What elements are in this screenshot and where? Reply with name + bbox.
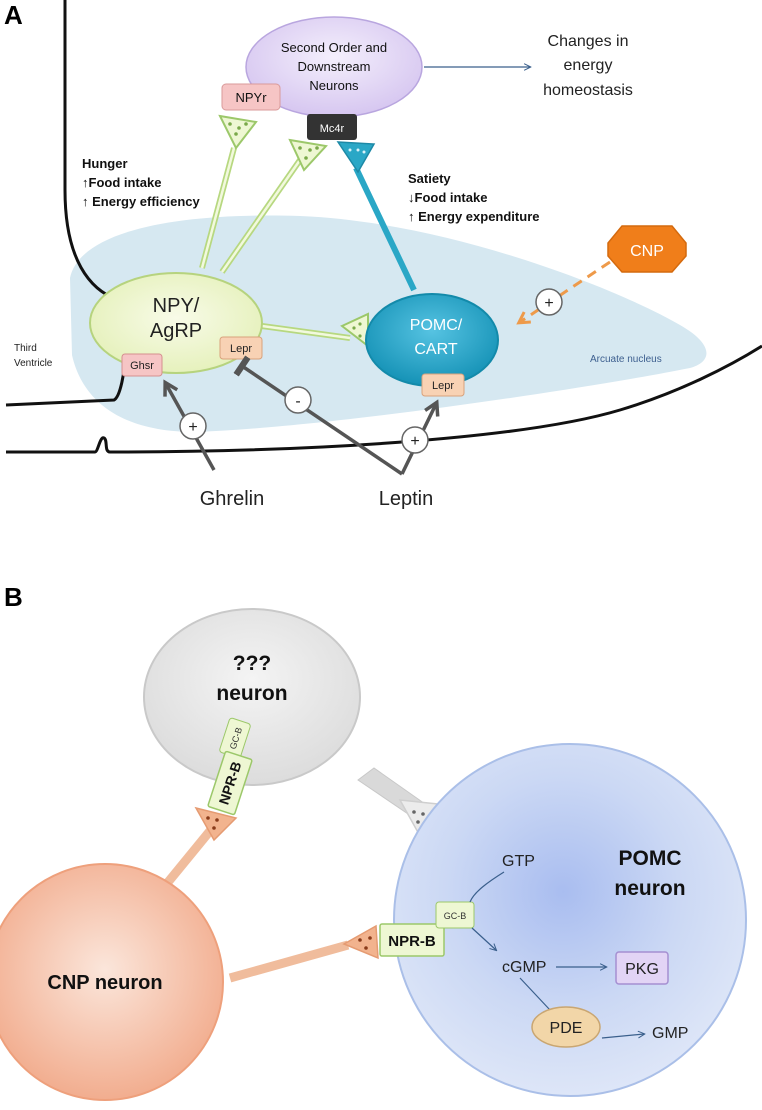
- changes-line1: Changes in: [548, 33, 629, 50]
- satiety-line1: ↓Food intake: [408, 190, 487, 205]
- pde-line: [519, 977, 551, 1011]
- cnp-dashed-arrow: [516, 260, 611, 325]
- pkg-box: [615, 951, 669, 985]
- nprb-pomc-label: NPR-B: [388, 933, 436, 950]
- leptin-minus-circle: [284, 386, 312, 414]
- hunger-line2: ↑ Energy efficiency: [82, 194, 201, 209]
- ghrelin-plus-circle: [179, 412, 207, 440]
- leptin-minus-sign: -: [295, 393, 300, 410]
- npyr-receptor: [221, 83, 281, 111]
- leptin-plus-circle: [401, 426, 429, 454]
- third-ventricle-line2: Ventricle: [14, 358, 53, 369]
- leptin-plus-sign: +: [410, 433, 419, 450]
- changes-line2: energy: [564, 57, 613, 74]
- cnp-neuron: [0, 863, 224, 1101]
- npy-projections: [199, 147, 351, 341]
- mc4r-receptor: [307, 114, 357, 140]
- leptin-label: Leptin: [379, 488, 434, 510]
- nprb-unknown: [207, 750, 253, 816]
- cnp-neuron-label: CNP neuron: [47, 972, 162, 994]
- hunger-line1: ↑Food intake: [82, 175, 161, 190]
- cnp-octagon: [607, 225, 687, 273]
- unknown-neuron-line2: neuron: [216, 682, 287, 705]
- pomc-cart-neuron: [365, 293, 499, 387]
- pomc-neuron: [393, 743, 747, 1097]
- ghrelin-label: Ghrelin: [200, 488, 264, 510]
- npyr-label: NPYr: [235, 90, 267, 105]
- ghsr-label: Ghsr: [130, 360, 154, 372]
- satiety-title: Satiety: [408, 171, 451, 186]
- npy-terminal-npyr: [218, 114, 258, 150]
- gtp-label: GTP: [502, 853, 535, 870]
- pkg-label: PKG: [625, 961, 659, 978]
- gcb-pomc: [435, 901, 475, 929]
- arcuate-label: Arcuate nucleus: [590, 354, 662, 365]
- cgmp-label: cGMP: [502, 959, 546, 976]
- cnp-plus-sign: +: [544, 295, 553, 312]
- pomc-neuron-line1: POMC: [619, 847, 682, 870]
- npy-terminal-mc4r: [288, 138, 328, 172]
- cnp-plus-circle: [535, 288, 563, 316]
- second-order-line1: Second Order and: [281, 40, 387, 55]
- cgmp-arrow: [471, 927, 496, 950]
- nprb-unknown-group: NPR-B: [207, 750, 253, 816]
- pomc-neuron-line2: neuron: [614, 877, 685, 900]
- gmp-arrow: [601, 1034, 644, 1039]
- nprb-pomc: [379, 923, 445, 957]
- panel-b-letter: B: [4, 582, 23, 612]
- npy-agrp-neuron: [89, 272, 263, 374]
- pomc-projection: [353, 166, 417, 292]
- satiety-line2: ↑ Energy expenditure: [408, 209, 539, 224]
- hunger-title: Hunger: [82, 156, 128, 171]
- pomc-terminal-mc4r: [336, 141, 376, 174]
- cnp-label: CNP: [630, 243, 664, 260]
- cnp-to-pomc-projection: [228, 940, 350, 983]
- npy-agrp-line1: NPY/: [153, 295, 200, 317]
- mc4r-label: Mc4r: [320, 123, 345, 135]
- third-ventricle-line1: Third: [14, 343, 37, 354]
- panel-a-letter: A: [4, 0, 23, 30]
- gmp-label: GMP: [652, 1025, 688, 1042]
- gcb-pomc-label: GC-B: [444, 911, 467, 921]
- brain-floor-outline: [6, 344, 762, 454]
- leptin-inhibit-line: [233, 355, 403, 476]
- cnp-to-unknown-projection: [156, 823, 218, 895]
- pomc-cart-line1: POMC/: [410, 317, 463, 334]
- ghrelin-plus-sign: +: [188, 419, 197, 436]
- second-order-line2: Downstream: [298, 59, 371, 74]
- ghsr-receptor: [121, 353, 163, 377]
- pde-enzyme: [531, 1006, 601, 1048]
- lepr-label-pomc: Lepr: [432, 380, 454, 392]
- lepr-receptor-pomc: [421, 373, 465, 397]
- second-order-line3: Neurons: [309, 78, 359, 93]
- pde-label: PDE: [550, 1020, 583, 1037]
- lepr-label-npy: Lepr: [230, 343, 252, 355]
- unknown-neuron: [143, 608, 361, 786]
- cnp-terminal-unknown: [194, 806, 238, 842]
- changes-line3: homeostasis: [543, 82, 633, 99]
- cnp-terminal-pomc: [342, 924, 379, 960]
- pomc-cart-line2: CART: [414, 341, 457, 358]
- npy-agrp-line2: AgRP: [150, 320, 202, 342]
- unknown-neuron-line1: ???: [233, 652, 271, 675]
- gtp-line: [469, 871, 505, 903]
